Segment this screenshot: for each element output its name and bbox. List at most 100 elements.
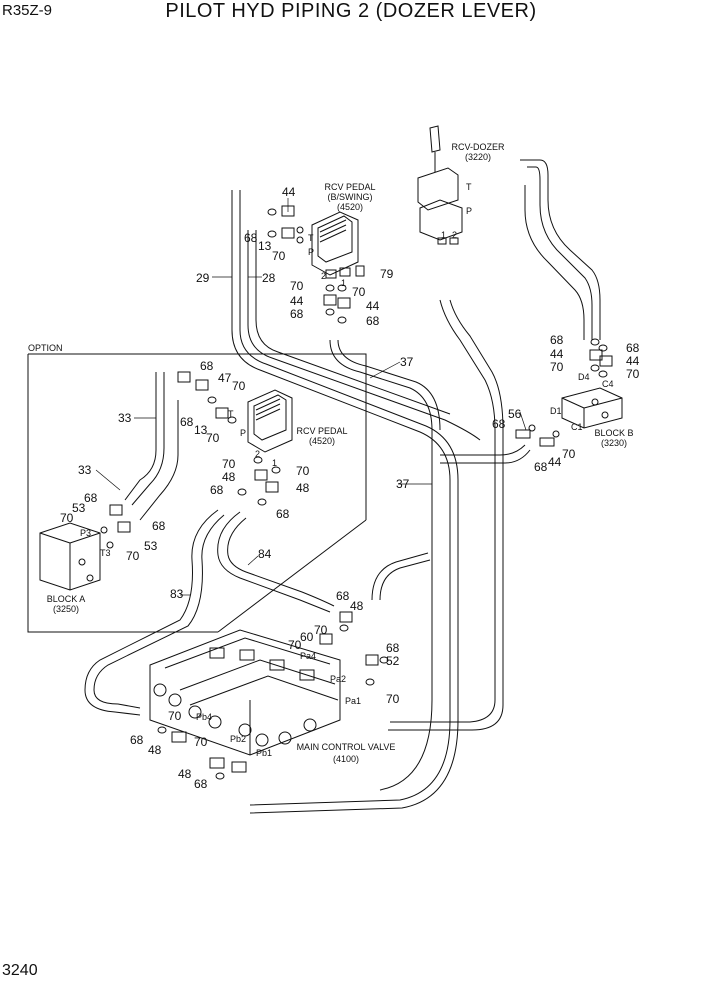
part-48: 48 <box>148 743 162 757</box>
option-box <box>27 353 367 633</box>
port-pb1: Pb1 <box>256 748 272 758</box>
part-70: 70 <box>222 457 236 471</box>
rcv-pedal-swing-code: (4520) <box>337 202 363 212</box>
block-a-name: BLOCK A <box>47 594 86 604</box>
part-48: 48 <box>350 599 364 613</box>
part-68: 68 <box>386 641 400 655</box>
part-70: 70 <box>314 623 328 637</box>
port-c4: C4 <box>602 379 614 389</box>
part-70: 70 <box>60 511 74 525</box>
port-pa2: Pa2 <box>330 674 346 684</box>
part-70: 70 <box>562 447 576 461</box>
part-44: 44 <box>626 354 640 368</box>
component-labels: RCV-DOZER (3220) RCV PEDAL (B/SWING) (45… <box>47 142 634 764</box>
port-p-swing: P <box>308 247 314 257</box>
rcv-pedal-swing <box>311 211 359 279</box>
part-52: 52 <box>386 654 400 668</box>
part-68: 68 <box>244 231 258 245</box>
part-68: 68 <box>84 491 98 505</box>
port-labels: T P 2 1 T P 1 2 D1 D4 C1 C4 T P 2 1 P3 T… <box>80 182 614 758</box>
part-70: 70 <box>288 638 302 652</box>
part-68: 68 <box>492 417 506 431</box>
part-44: 44 <box>366 299 380 313</box>
part-70: 70 <box>352 285 366 299</box>
port-pb2: Pb2 <box>230 734 246 744</box>
part-48: 48 <box>222 470 236 484</box>
part-44: 44 <box>550 347 564 361</box>
part-70: 70 <box>126 549 140 563</box>
port-t3: T3 <box>100 548 111 558</box>
part-13: 13 <box>194 423 208 437</box>
page-number: 3240 <box>2 962 38 979</box>
hose-group-dozer <box>388 159 601 731</box>
hose-group-main <box>231 190 481 814</box>
part-68: 68 <box>194 777 208 791</box>
hose-group-blockb <box>371 444 531 601</box>
part-68: 68 <box>626 341 640 355</box>
part-70: 70 <box>626 367 640 381</box>
page-title: PILOT HYD PIPING 2 (DOZER LEVER) <box>165 0 537 22</box>
rcv-dozer-code: (3220) <box>465 152 491 162</box>
port-pa1: Pa1 <box>345 696 361 706</box>
part-70: 70 <box>290 279 304 293</box>
port-1-dozer: 1 <box>441 230 446 240</box>
block-a <box>39 522 101 591</box>
part-68: 68 <box>550 333 564 347</box>
part-68: 68 <box>210 483 224 497</box>
port-c1: C1 <box>571 422 583 432</box>
part-28: 28 <box>262 271 276 285</box>
part-70: 70 <box>296 464 310 478</box>
port-2-swing: 2 <box>321 271 326 281</box>
port-pb4: Pb4 <box>196 712 212 722</box>
part-68: 68 <box>180 415 194 429</box>
part-60: 60 <box>300 630 314 644</box>
block-b-name: BLOCK B <box>594 428 633 438</box>
rcv-pedal-swing-name: RCV PEDAL <box>324 182 375 192</box>
rcv-dozer-lever <box>417 125 463 245</box>
part-70: 70 <box>232 379 246 393</box>
rcv-pedal-option-name: RCV PEDAL <box>296 426 347 436</box>
part-47: 47 <box>218 371 232 385</box>
option-label: OPTION <box>28 343 63 353</box>
part-68: 68 <box>336 589 350 603</box>
part-number-labels: 44 68 13 70 29 28 70 70 44 44 68 68 79 3… <box>60 185 640 791</box>
part-68: 68 <box>276 507 290 521</box>
part-68: 68 <box>290 307 304 321</box>
main-control-valve-code: (4100) <box>333 754 359 764</box>
rcv-pedal-swing-sub: (B/SWING) <box>328 192 373 202</box>
port-d4: D4 <box>578 372 590 382</box>
part-79: 79 <box>380 267 394 281</box>
part-70: 70 <box>206 431 220 445</box>
port-1-swing: 1 <box>341 278 346 288</box>
port-d1: D1 <box>550 406 562 416</box>
hose-group-83-84 <box>84 509 335 716</box>
port-1-option: 1 <box>272 458 277 468</box>
port-2-option: 2 <box>255 449 260 459</box>
part-53: 53 <box>144 539 158 553</box>
part-70: 70 <box>168 709 182 723</box>
part-44: 44 <box>282 185 296 199</box>
part-68: 68 <box>534 460 548 474</box>
port-p3: P3 <box>80 528 91 538</box>
part-33: 33 <box>118 411 132 425</box>
fittings <box>100 205 613 780</box>
part-29: 29 <box>196 271 210 285</box>
part-68: 68 <box>200 359 214 373</box>
part-70: 70 <box>550 360 564 374</box>
rcv-pedal-option-code: (4520) <box>309 436 335 446</box>
part-44: 44 <box>290 294 304 308</box>
part-83: 83 <box>170 587 184 601</box>
port-t-dozer: T <box>466 182 472 192</box>
block-b-code: (3230) <box>601 438 627 448</box>
rcv-dozer-name: RCV-DOZER <box>451 142 505 152</box>
main-control-valve <box>149 629 341 756</box>
part-48: 48 <box>296 481 310 495</box>
part-53: 53 <box>72 501 86 515</box>
part-44: 44 <box>548 455 562 469</box>
port-pa4: Pa4 <box>300 651 316 661</box>
leader-lines <box>95 198 527 596</box>
part-37: 37 <box>400 355 414 369</box>
part-37: 37 <box>396 477 410 491</box>
rcv-pedal-option <box>247 389 293 453</box>
port-p-dozer: P <box>466 206 472 216</box>
